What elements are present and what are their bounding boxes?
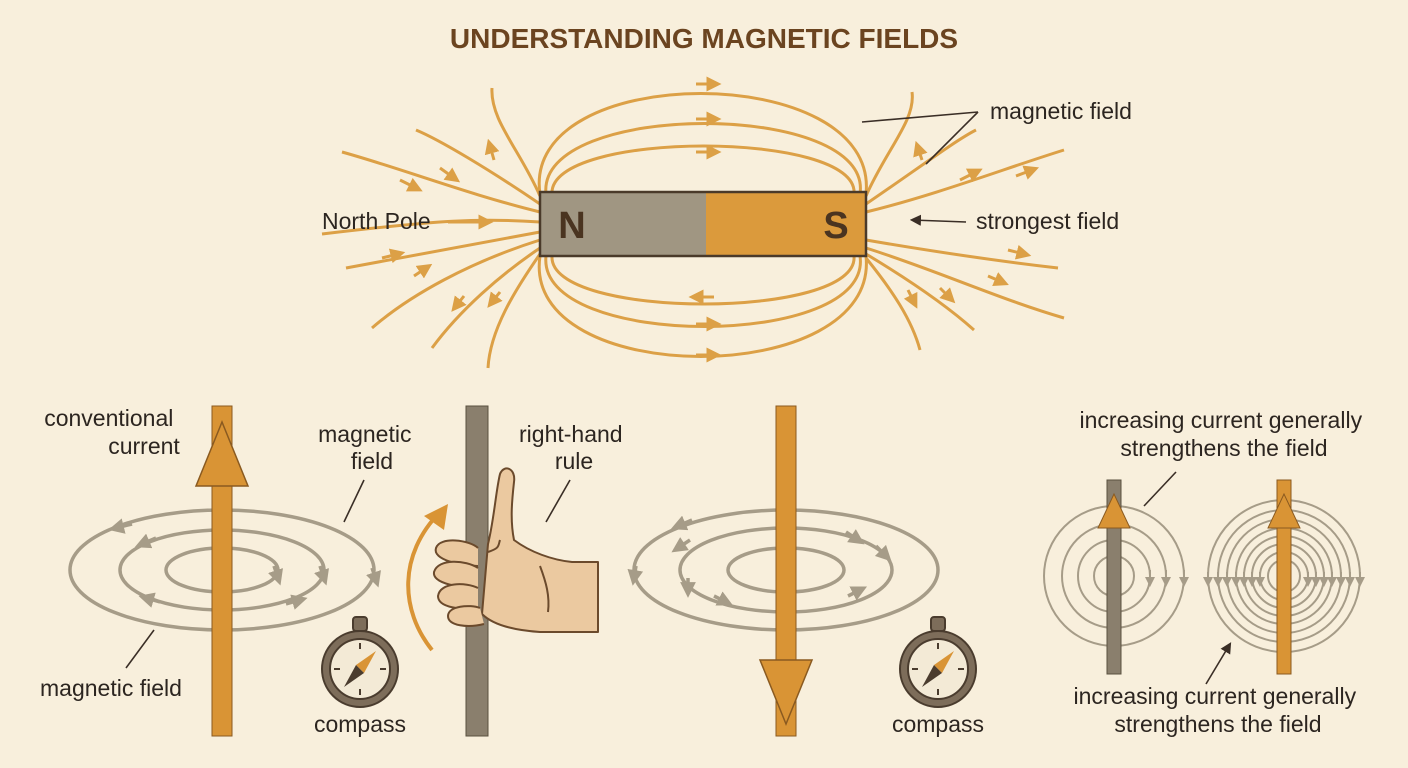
curved-arrow-icon [406, 510, 442, 652]
magnetic-field-bottom-label: magnetic field [40, 675, 182, 701]
strongest-field-label: strongest field [976, 208, 1119, 234]
south-pole-half [706, 192, 866, 256]
current-arrow-down-icon [758, 659, 814, 726]
current-wire-up [211, 405, 233, 737]
weak-field-circles [1043, 479, 1189, 675]
wire-down-panel [627, 405, 940, 737]
magnetic-field-top-label: magnetic field [318, 421, 418, 474]
north-pole-label: North Pole [322, 208, 431, 234]
compass-label-1: compass [314, 711, 406, 737]
current-wire-down [775, 405, 797, 737]
increasing-current-bottom-label: increasing current generally strengthens… [1074, 683, 1363, 737]
bar-magnet-field-lines [321, 87, 1065, 369]
field-line-arrow-icon [381, 76, 1040, 363]
wire-up-panel [68, 405, 381, 737]
current-arrow-icon [194, 420, 250, 487]
north-pole-letter: N [558, 205, 585, 247]
magnetic-field-label: magnetic field [990, 98, 1132, 124]
compass-label-2: compass [892, 711, 984, 737]
bar-magnet: N S [538, 190, 868, 258]
north-pole-half [540, 192, 706, 256]
hand-panel [406, 405, 599, 737]
right-hand-rule-label: right-hand rule [519, 421, 629, 474]
compass-icon [899, 616, 977, 708]
page-title: UNDERSTANDING MAGNETIC FIELDS [450, 23, 958, 54]
south-pole-letter: S [823, 205, 848, 247]
compass-icon [321, 616, 399, 708]
increasing-current-top-label: increasing current generally strengthens… [1080, 407, 1369, 461]
hand-icon [433, 467, 599, 633]
conventional-current-label: conventional current [44, 405, 180, 459]
strong-field-circles [1203, 479, 1365, 675]
